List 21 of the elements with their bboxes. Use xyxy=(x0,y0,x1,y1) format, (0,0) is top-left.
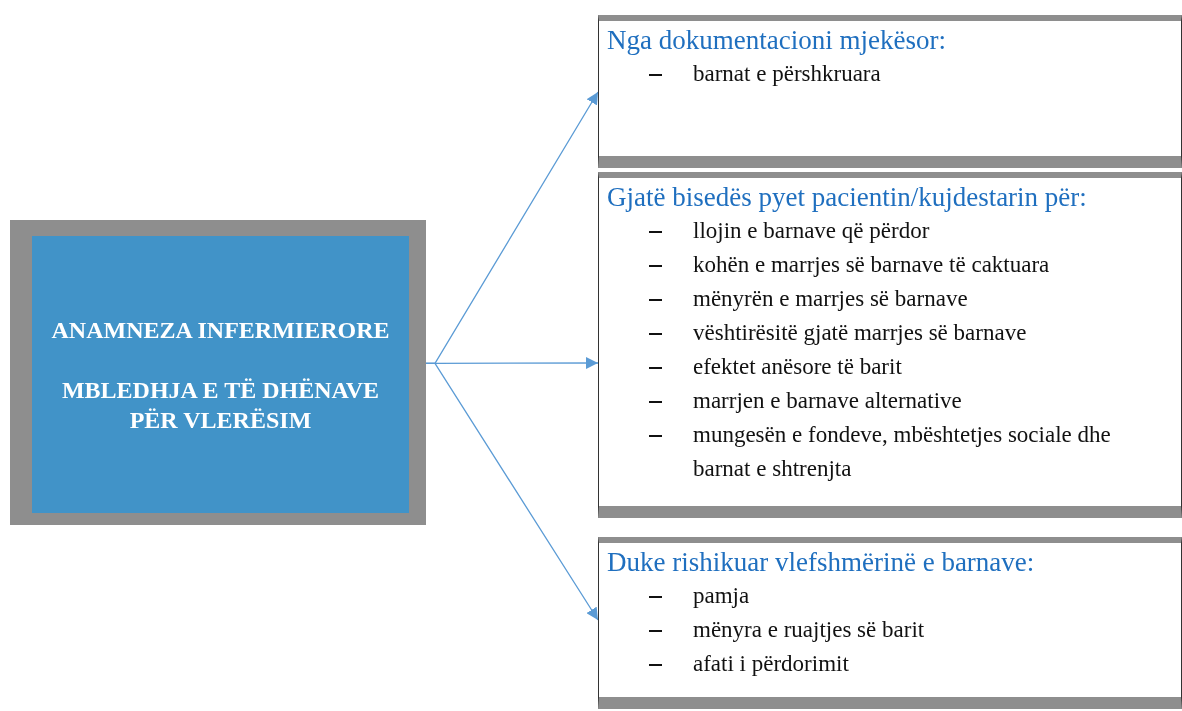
list-item: pamja xyxy=(693,583,750,608)
title-box xyxy=(10,220,426,525)
list-item: afati i përdorimit xyxy=(693,651,849,676)
box-title: MBLEDHJA E TË DHËNAVE PËR VLERËSIM xyxy=(60,375,381,435)
arrow xyxy=(425,362,599,621)
box-heading: Nga dokumentacioni mjekësor: xyxy=(607,24,947,57)
box-heading: Gjatë bisedës pyet pacientin/kujdestarin për: xyxy=(607,181,1088,214)
list-item: mënyra e ruajtjes së barit xyxy=(693,617,925,642)
list-item: mënyrën e marrjes së barnave xyxy=(693,286,968,311)
info-box xyxy=(598,172,1182,518)
info-box xyxy=(598,15,1182,168)
list-item: llojin e barnave që përdor xyxy=(693,218,930,243)
box-title: ANAMNEZA INFERMIERORE xyxy=(50,315,391,345)
list-item: mungesën e fondeve, mbështetjes sociale dhe barnat e shtrenjta xyxy=(693,422,1111,481)
list-item: kohën e marrjes së barnave të caktuara xyxy=(693,252,1050,277)
list-item: vështirësitë gjatë marrjes së barnave xyxy=(693,320,1027,345)
list-item: efektet anësore të barit xyxy=(693,354,902,379)
list-item: barnat e përshkruara xyxy=(693,61,881,86)
list-item: marrjen e barnave alternative xyxy=(693,388,962,413)
box-heading: Duke rishikuar vlefshmërinë e barnave: xyxy=(607,546,1036,579)
info-box xyxy=(598,537,1182,709)
